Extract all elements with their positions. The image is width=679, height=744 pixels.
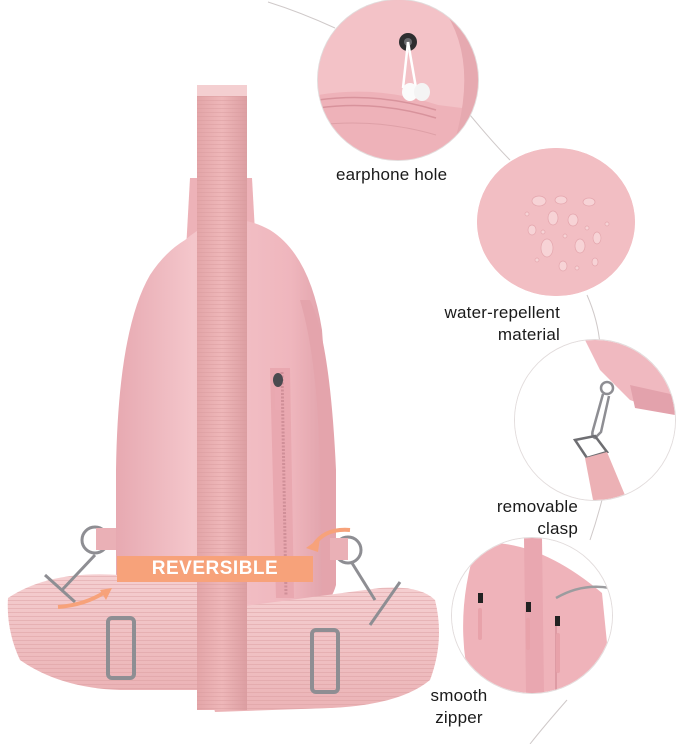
reversible-badge: REVERSIBLE (117, 556, 313, 582)
earphone-hole-label: earphone hole (336, 165, 448, 184)
sling-bag-illustration (7, 85, 439, 712)
smooth-zipper-label: smooth zipper (424, 685, 494, 729)
smooth-zipper-label-line1: smooth (430, 686, 488, 705)
water-repellent-callout (477, 148, 635, 296)
earphone-hole-callout (318, 0, 478, 160)
removable-clasp-callout (515, 340, 675, 500)
removable-clasp-label: removable clasp (478, 496, 578, 540)
smooth-zipper-callout (452, 538, 612, 693)
smooth-zipper-label-line2: zipper (435, 708, 483, 727)
water-repellent-label-line1: water-repellent (444, 303, 560, 322)
water-repellent-label: water-repellent material (436, 302, 560, 346)
water-repellent-label-line2: material (497, 325, 560, 344)
removable-clasp-label-line1: removable (496, 497, 578, 516)
removable-clasp-label-line2: clasp (537, 519, 578, 538)
